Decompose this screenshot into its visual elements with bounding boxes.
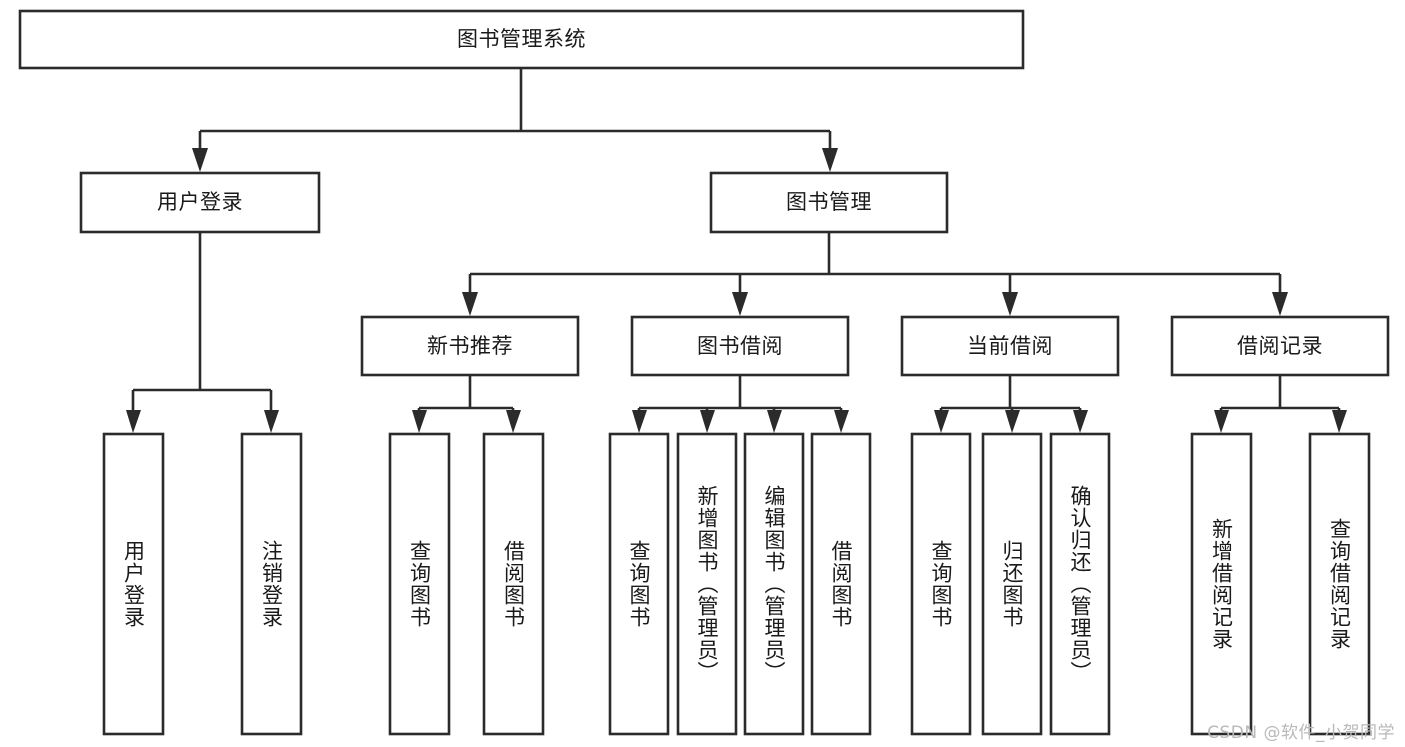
arrow-head-icon	[834, 410, 849, 433]
node-box-borrow-record[interactable]	[1170, 315, 1390, 377]
arrow-head-icon	[192, 148, 208, 172]
node-box-leaf-add-book-admin[interactable]	[676, 432, 738, 736]
arrow-head-icon	[506, 410, 521, 433]
node-box-leaf-logout[interactable]	[240, 432, 303, 736]
arrow-head-icon	[462, 292, 478, 316]
arrow-head-icon	[1214, 410, 1229, 433]
arrow-head-icon	[632, 410, 647, 433]
node-box-leaf-user-login[interactable]	[102, 432, 165, 736]
arrow-head-icon	[1272, 292, 1288, 316]
node-box-user-login[interactable]	[79, 171, 321, 234]
node-box-leaf-borrow-book[interactable]	[810, 432, 872, 736]
arrow-head-icon	[264, 410, 279, 433]
connector-book-borrow-to-leaves	[632, 375, 849, 433]
node-box-leaf-return-book[interactable]	[981, 432, 1043, 736]
node-box-leaf-borrow-book-new[interactable]	[482, 432, 545, 736]
connector-new-book-recommend-to-leaves	[412, 375, 521, 433]
connector-current-borrow-to-leaves	[934, 375, 1088, 433]
node-box-leaf-confirm-return-admin[interactable]	[1049, 432, 1111, 736]
watermark-text: CSDN @软件_小贺同学	[1207, 723, 1395, 743]
connector-book-manage-to-level3	[462, 232, 1288, 316]
arrow-head-icon	[822, 148, 838, 172]
node-box-leaf-query-borrow-record[interactable]	[1308, 432, 1371, 736]
node-box-book-borrow[interactable]	[630, 315, 850, 377]
arrow-head-icon	[767, 410, 782, 433]
node-box-current-borrow[interactable]	[900, 315, 1120, 377]
arrow-head-icon	[1005, 410, 1020, 433]
arrow-head-icon	[1073, 410, 1088, 433]
node-box-leaf-add-borrow-record[interactable]	[1190, 432, 1253, 736]
node-box-leaf-query-book-borrow[interactable]	[608, 432, 670, 736]
connector-borrow-record-to-leaves	[1214, 375, 1347, 433]
node-box-root[interactable]	[18, 9, 1025, 70]
arrow-head-icon	[732, 292, 748, 316]
connector-root-to-level2	[192, 68, 838, 172]
node-box-book-manage[interactable]	[709, 171, 949, 234]
arrow-head-icon	[412, 410, 427, 433]
node-box-new-book-recommend[interactable]	[360, 315, 580, 377]
node-box-leaf-edit-book-admin[interactable]	[743, 432, 805, 736]
arrow-head-icon	[1002, 292, 1018, 316]
arrow-head-icon	[126, 410, 141, 433]
connector-user-login-to-leaves	[126, 232, 279, 433]
node-box-leaf-query-book-current[interactable]	[910, 432, 972, 736]
arrow-head-icon	[1332, 410, 1347, 433]
arrow-head-icon	[700, 410, 715, 433]
arrow-head-icon	[934, 410, 949, 433]
node-box-leaf-query-book-new[interactable]	[388, 432, 451, 736]
